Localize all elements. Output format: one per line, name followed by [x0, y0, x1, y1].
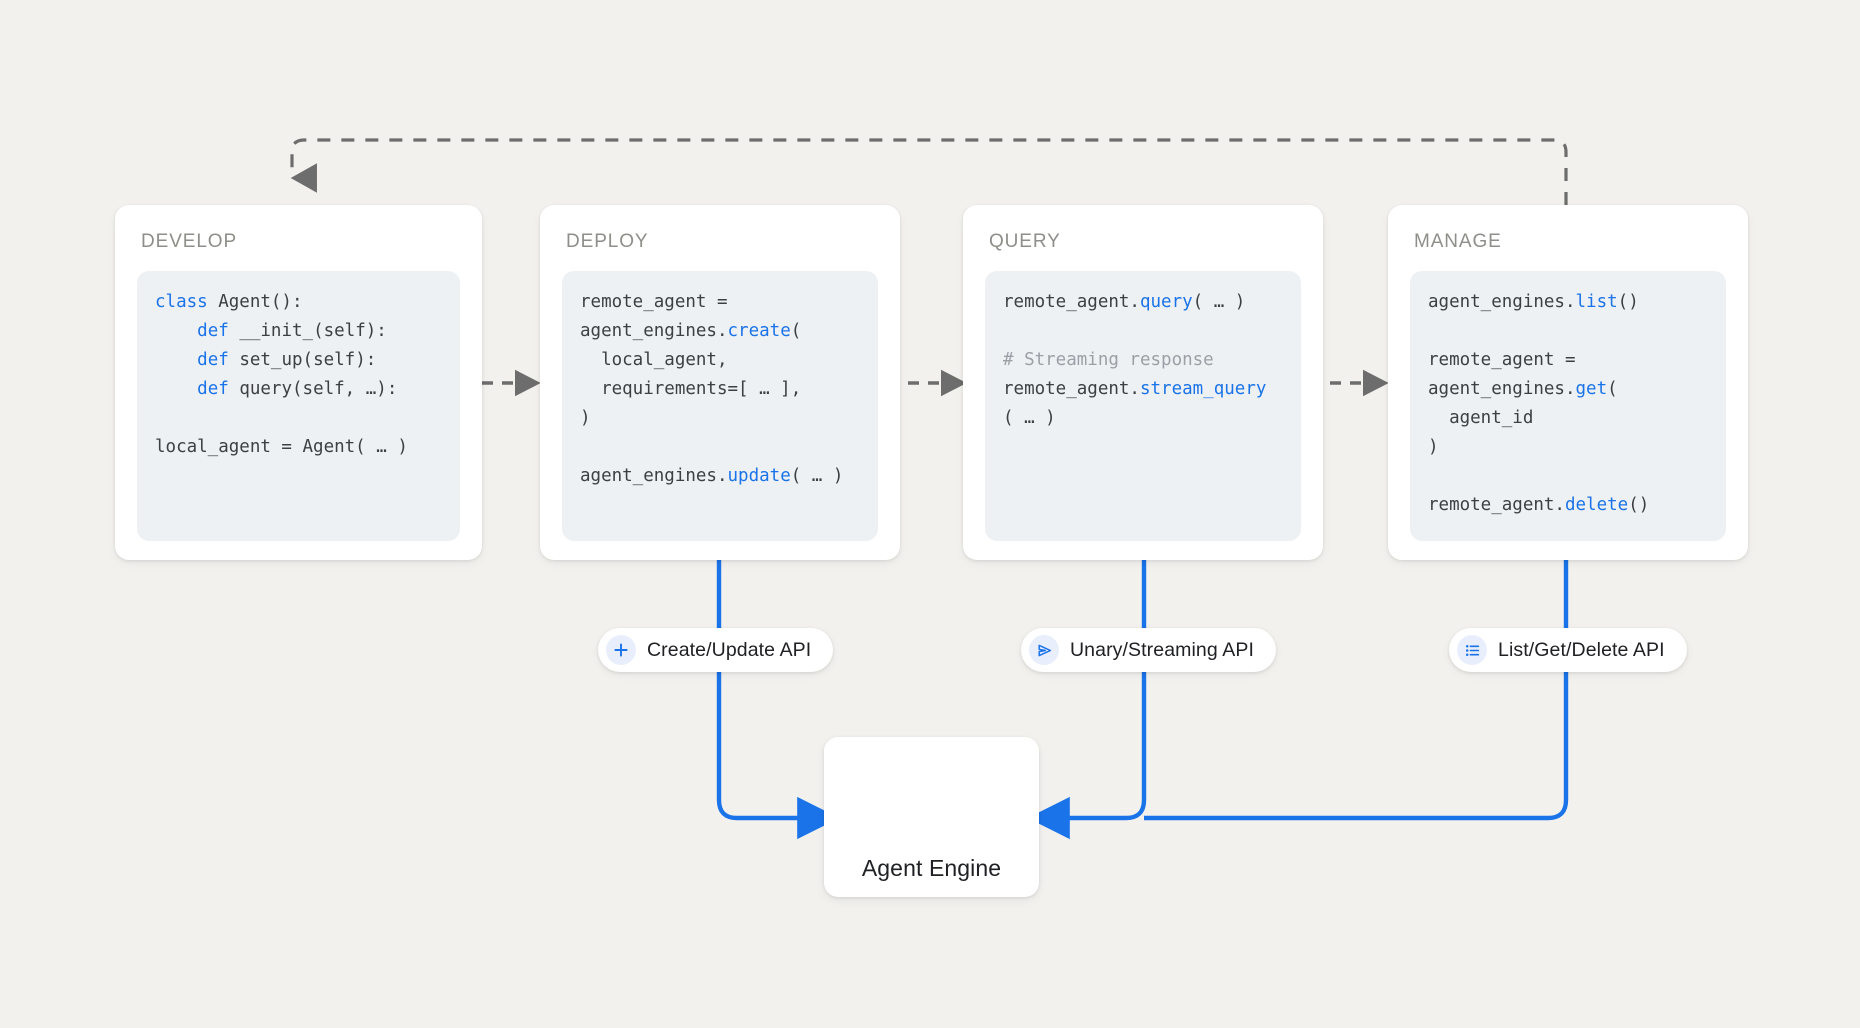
code-blank-line: [1428, 462, 1708, 491]
code-line: ): [580, 408, 591, 428]
send-icon: [1029, 635, 1059, 665]
code-line: class Agent():: [155, 292, 303, 312]
code-line: requirements=[ … ],: [580, 379, 802, 399]
code-blank-line: [155, 404, 442, 433]
code-line: def __init_(self):: [197, 321, 387, 341]
code-line: agent_id: [1428, 408, 1534, 428]
code-line: agent_engines.get(: [1428, 379, 1618, 399]
stage-title-develop: DEVELOP: [141, 231, 238, 252]
code-line: agent_engines.create(: [580, 321, 802, 341]
plus-icon: [606, 635, 636, 665]
api-pill-label: Unary/Streaming API: [1070, 638, 1254, 661]
stage-title-query: QUERY: [989, 231, 1061, 252]
code-line: agent_engines.list(): [1428, 292, 1639, 312]
agent-engine-label: Agent Engine: [861, 854, 1002, 881]
code-line: ( … ): [1003, 408, 1056, 428]
feedback-loop-arrow: [290, 138, 1568, 205]
list-icon: [1457, 635, 1487, 665]
code-line: remote_agent.stream_query: [1003, 379, 1267, 399]
stage-card-query[interactable]: QUERY remote_agent.query( … ) # Streaming…: [963, 205, 1323, 560]
stage-card-deploy[interactable]: DEPLOY remote_agent = agent_engines.creat…: [540, 205, 900, 560]
code-line: local_agent,: [580, 350, 728, 370]
code-blank-line: [1428, 317, 1708, 346]
code-block-develop: class Agent(): def __init_(self): def se…: [137, 271, 460, 541]
code-line: agent_engines.update( … ): [580, 466, 844, 486]
api-pill-list-get-delete[interactable]: List/Get/Delete API: [1449, 628, 1687, 672]
code-blank-line: [1003, 317, 1283, 346]
code-line: remote_agent =: [580, 292, 728, 312]
api-pill-unary-streaming[interactable]: Unary/Streaming API: [1021, 628, 1276, 672]
connector-query-to-agent-engine: [1027, 560, 1147, 840]
connector-manage-to-agent-engine: [1144, 560, 1569, 821]
code-blank-line: [580, 433, 860, 462]
api-pill-label: List/Get/Delete API: [1498, 638, 1665, 661]
api-pill-create-update[interactable]: Create/Update API: [598, 628, 834, 672]
code-line: remote_agent.delete(): [1428, 495, 1650, 515]
code-block-query: remote_agent.query( … ) # Streaming respo…: [985, 271, 1301, 541]
code-line: remote_agent =: [1428, 350, 1576, 370]
code-line: # Streaming response: [1003, 350, 1214, 370]
agent-engine-node[interactable]: Agent Engine: [824, 737, 1039, 897]
code-block-manage: agent_engines.list() remote_agent = agent_…: [1410, 271, 1726, 541]
code-block-deploy: remote_agent = agent_engines.create( loca…: [562, 271, 878, 541]
code-line: local_agent = Agent( … ): [155, 437, 408, 457]
code-line: def set_up(self):: [197, 350, 377, 370]
code-line: remote_agent.query( … ): [1003, 292, 1246, 312]
code-line: def query(self, …):: [197, 379, 398, 399]
connector-deploy-to-agent-engine: [716, 560, 840, 840]
stage-card-manage[interactable]: MANAGE agent_engines.list() remote_agent …: [1388, 205, 1748, 560]
stage-title-deploy: DEPLOY: [566, 231, 649, 252]
stage-title-manage: MANAGE: [1414, 231, 1502, 252]
code-line: ): [1428, 437, 1439, 457]
stage-card-develop[interactable]: DEVELOP class Agent(): def __init_(self)…: [115, 205, 482, 560]
api-pill-label: Create/Update API: [647, 638, 812, 661]
